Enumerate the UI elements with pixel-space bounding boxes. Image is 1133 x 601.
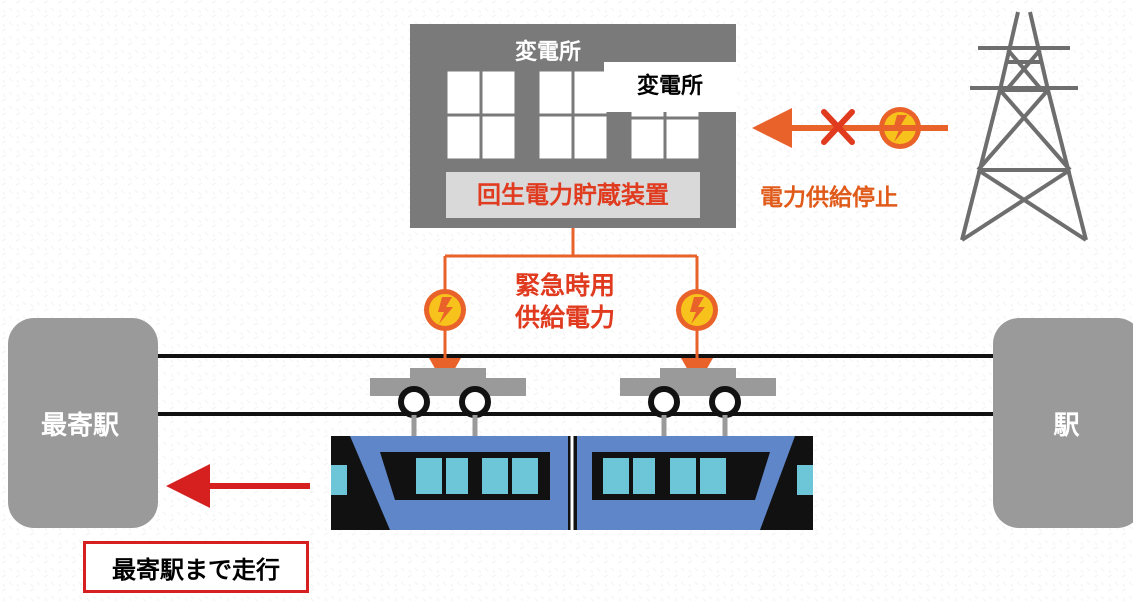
supply-stop-arrow: [752, 108, 948, 148]
station-label: 駅: [1053, 411, 1080, 441]
bogie-rear: [620, 368, 776, 440]
pylon-icon: [960, 11, 1088, 242]
station-block: [993, 318, 1133, 528]
supply-stop-label: 電力供給停止: [760, 185, 898, 211]
lightning-icon: [424, 289, 466, 331]
arrow-left-icon: [166, 464, 210, 508]
storage-device-label: 回生電力貯蔵装置: [477, 181, 669, 209]
storage-device-panel: [446, 172, 700, 218]
substation-building: [410, 24, 736, 228]
arrow-left-icon: [752, 108, 792, 148]
cross-icon: [821, 109, 855, 145]
train-windows: [416, 458, 726, 494]
bogie-front: [370, 368, 526, 440]
nearest-station-label: 最寄駅: [40, 411, 119, 441]
emergency-power-line1: 緊急時用: [514, 271, 615, 300]
substation-label-top: 変電所: [515, 40, 582, 65]
travel-direction-arrow: [166, 464, 310, 508]
emergency-power-label: 緊急時用 供給電力: [495, 270, 635, 334]
travel-label: 最寄駅まで走行: [83, 541, 309, 593]
train: [331, 436, 813, 530]
substation-label-box: 変電所: [604, 62, 736, 112]
lightning-icon: [676, 289, 718, 331]
emergency-power-line2: 供給電力: [514, 303, 615, 332]
nearest-station-block: [8, 318, 158, 528]
